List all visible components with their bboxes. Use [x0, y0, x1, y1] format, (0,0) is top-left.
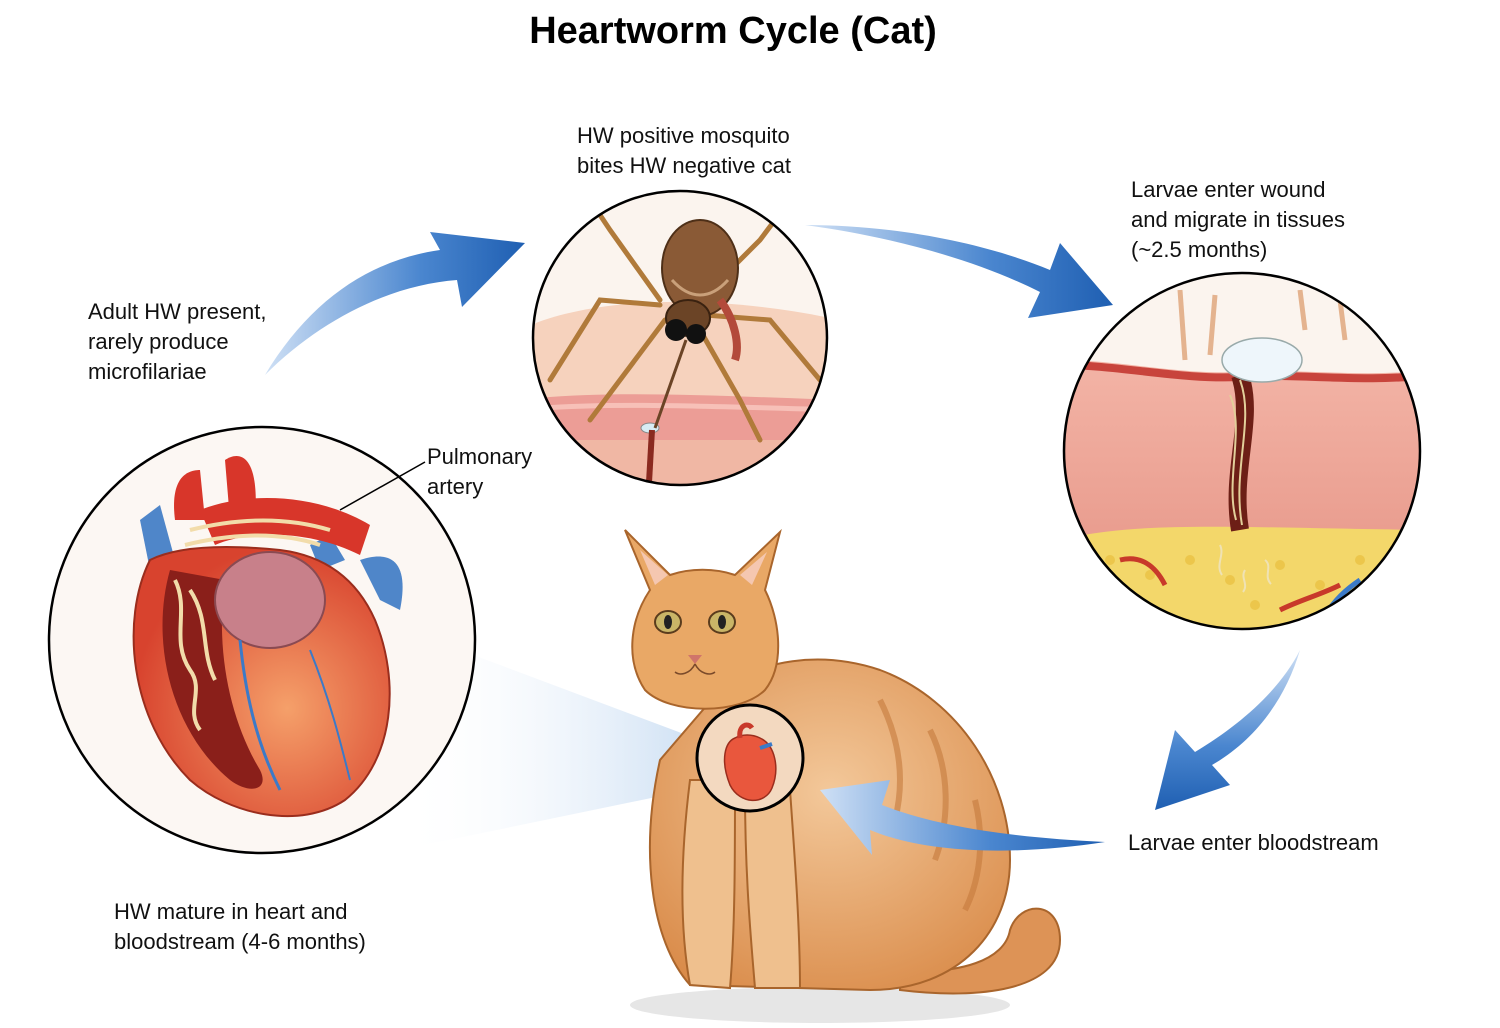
arrow-adult-to-mosquito [265, 232, 525, 375]
arrow-mosquito-to-tissue [805, 225, 1113, 318]
larvae-tissue-circle [1060, 273, 1430, 640]
heart-circle [49, 427, 475, 853]
mosquito-bite-circle [520, 191, 840, 500]
arrow-tissue-to-bloodstream [1155, 650, 1300, 810]
cat-illustration [625, 530, 1060, 1023]
